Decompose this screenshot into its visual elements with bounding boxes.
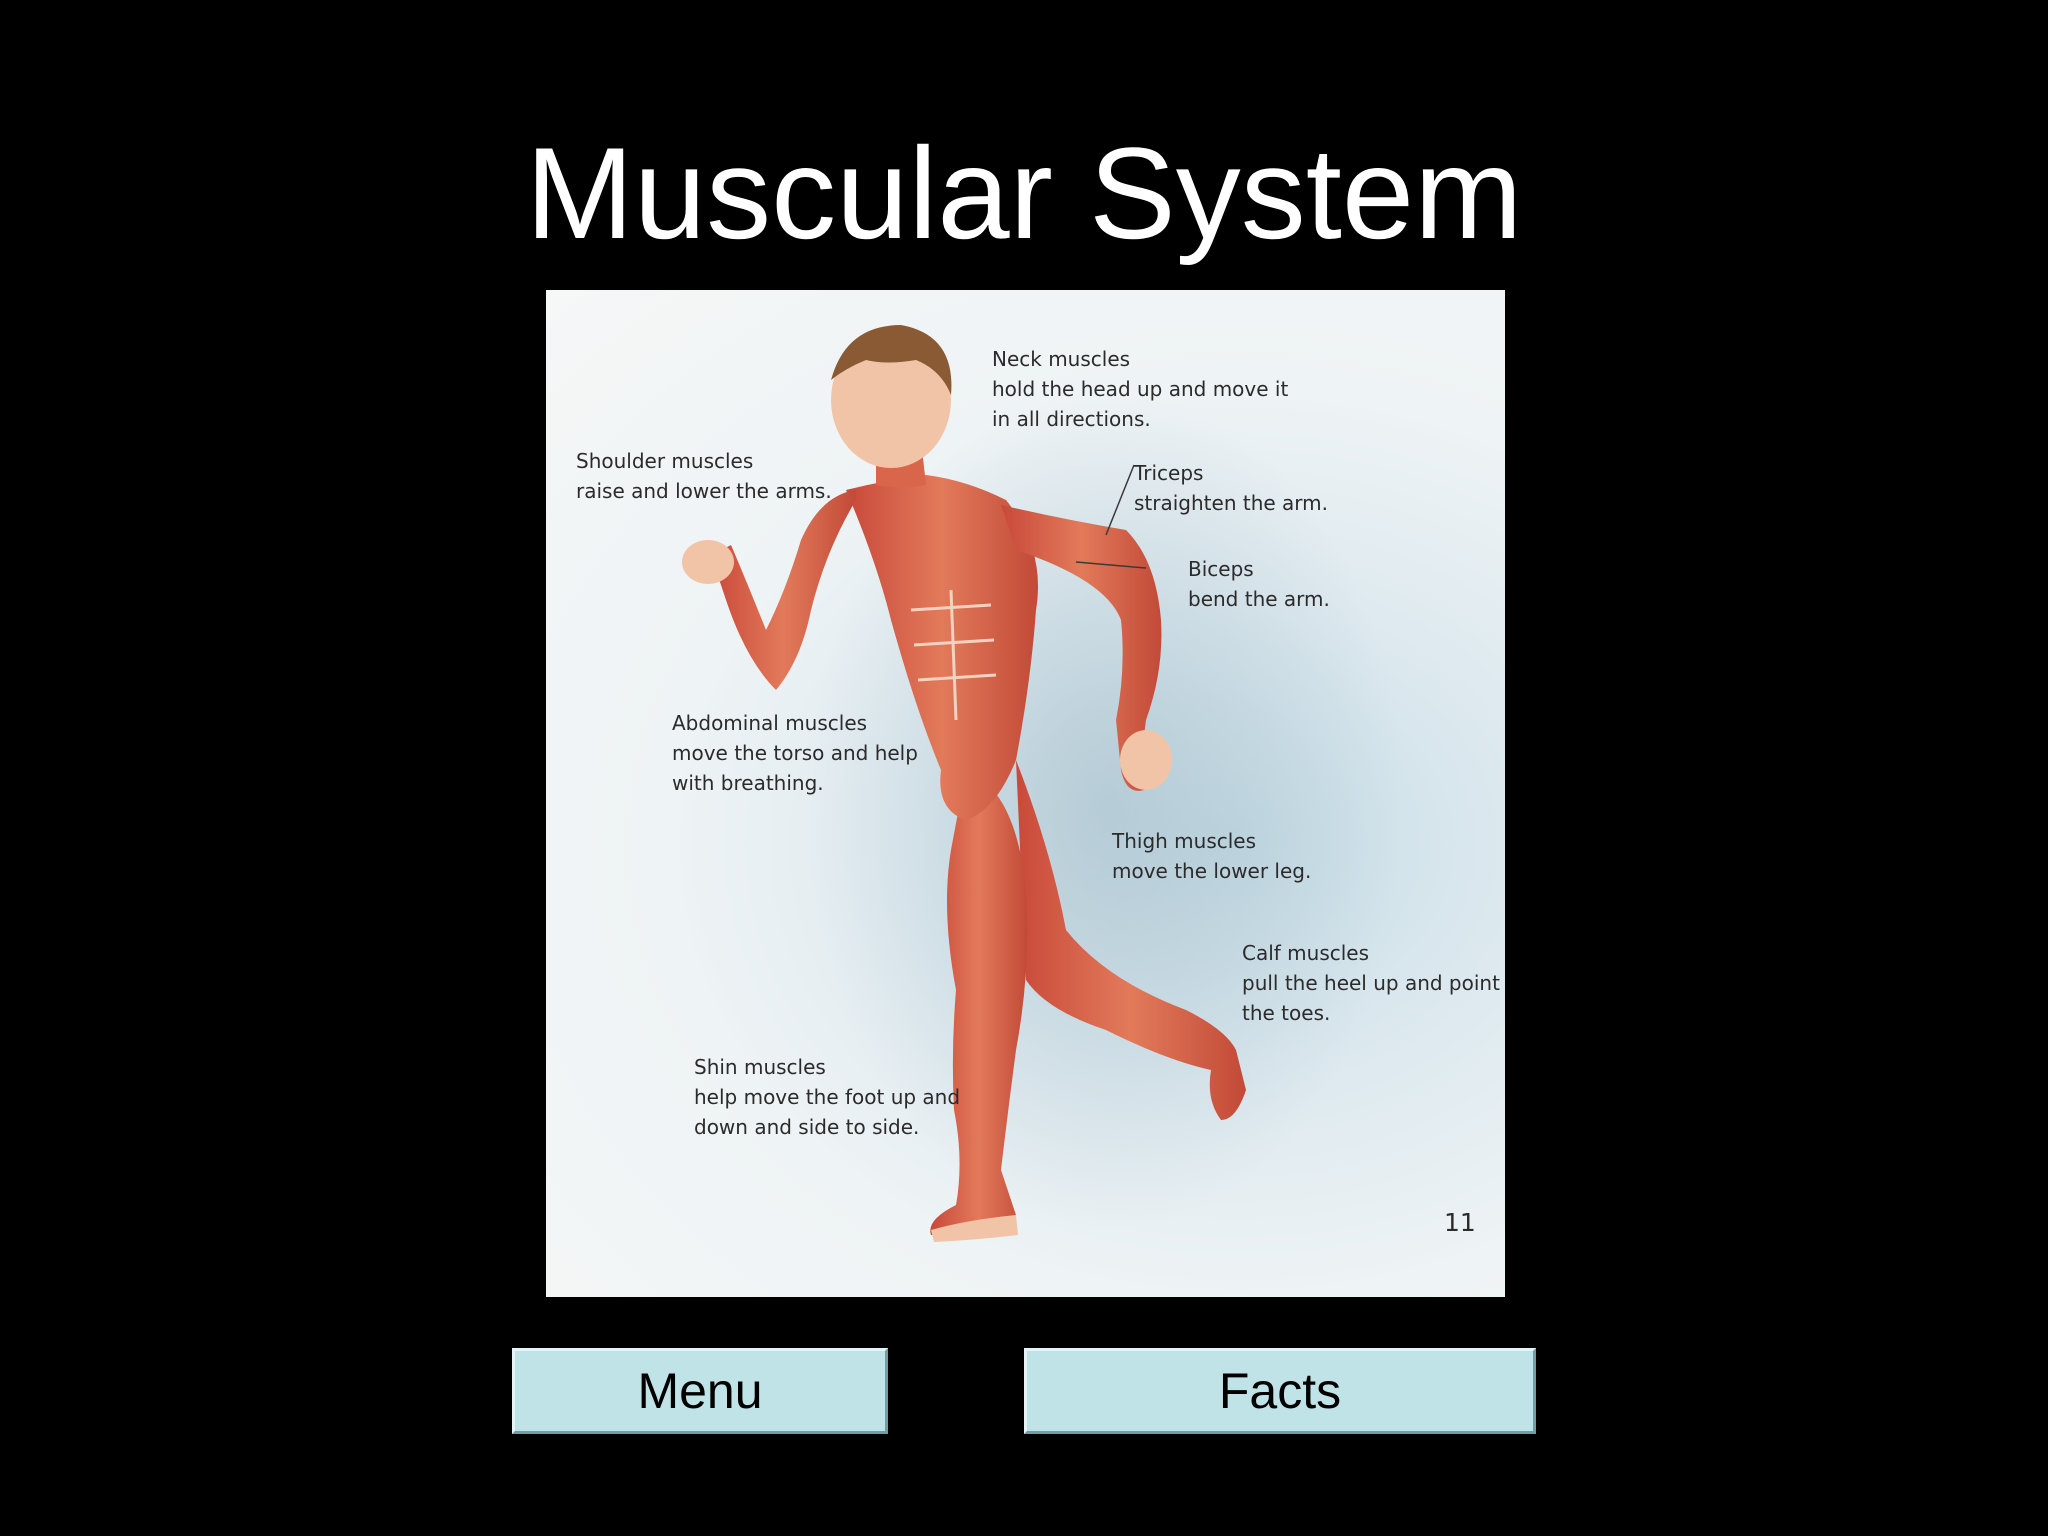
callout-neck-desc-2: in all directions. <box>992 407 1151 431</box>
callout-biceps: Biceps bend the arm. <box>1188 554 1330 614</box>
head <box>831 332 951 468</box>
page-number: 11 <box>1444 1208 1476 1237</box>
callout-abdominal-desc-2: with breathing. <box>672 771 824 795</box>
callout-calf-desc-2: the toes. <box>1242 1001 1331 1025</box>
back-hand <box>1120 730 1172 790</box>
callout-shoulder-desc: raise and lower the arms. <box>576 479 832 503</box>
callout-calf-title: Calf muscles <box>1242 941 1370 965</box>
callout-shoulder-title: Shoulder muscles <box>576 449 754 473</box>
callout-triceps-desc: straighten the arm. <box>1134 491 1328 515</box>
front-arm <box>711 490 856 690</box>
callout-triceps-title: Triceps <box>1134 461 1204 485</box>
muscular-system-illustration: Neck muscles hold the head up and move i… <box>546 290 1505 1297</box>
callout-shin-desc-2: down and side to side. <box>694 1115 920 1139</box>
abdominal-lines <box>910 589 997 721</box>
callout-abdominal-desc-1: move the torso and help <box>672 741 918 765</box>
callout-abdominal-muscles: Abdominal muscles move the torso and hel… <box>672 708 918 798</box>
callout-shoulder-muscles: Shoulder muscles raise and lower the arm… <box>576 446 832 506</box>
front-foot <box>931 1215 1018 1242</box>
menu-button[interactable]: Menu <box>512 1348 888 1434</box>
callout-neck-title: Neck muscles <box>992 347 1131 371</box>
callout-neck-muscles: Neck muscles hold the head up and move i… <box>992 344 1288 434</box>
callout-calf-muscles: Calf muscles pull the heel up and point … <box>1242 938 1500 1028</box>
callout-thigh-title: Thigh muscles <box>1112 829 1257 853</box>
callout-lines <box>1075 464 1147 569</box>
slide-title: Muscular System <box>525 120 1523 266</box>
hair <box>831 325 952 395</box>
callout-thigh-desc: move the lower leg. <box>1112 859 1312 883</box>
front-leg <box>930 770 1028 1235</box>
callout-thigh-muscles: Thigh muscles move the lower leg. <box>1112 826 1311 886</box>
callout-calf-desc-1: pull the heel up and point <box>1242 971 1500 995</box>
callout-biceps-title: Biceps <box>1188 557 1254 581</box>
fist <box>682 540 734 584</box>
back-leg <box>1016 760 1246 1120</box>
torso <box>846 475 1038 820</box>
callout-shin-title: Shin muscles <box>694 1055 826 1079</box>
callout-biceps-desc: bend the arm. <box>1188 587 1330 611</box>
back-arm <box>1001 505 1162 791</box>
callout-shin-desc-1: help move the foot up and <box>694 1085 961 1109</box>
facts-button[interactable]: Facts <box>1024 1348 1536 1434</box>
callout-triceps: Triceps straighten the arm. <box>1134 458 1328 518</box>
muscle-body-illustration <box>682 325 1406 1242</box>
callout-shin-muscles: Shin muscles help move the foot up and d… <box>694 1052 960 1142</box>
callout-abdominal-title: Abdominal muscles <box>672 711 868 735</box>
callout-neck-desc-1: hold the head up and move it <box>992 377 1289 401</box>
